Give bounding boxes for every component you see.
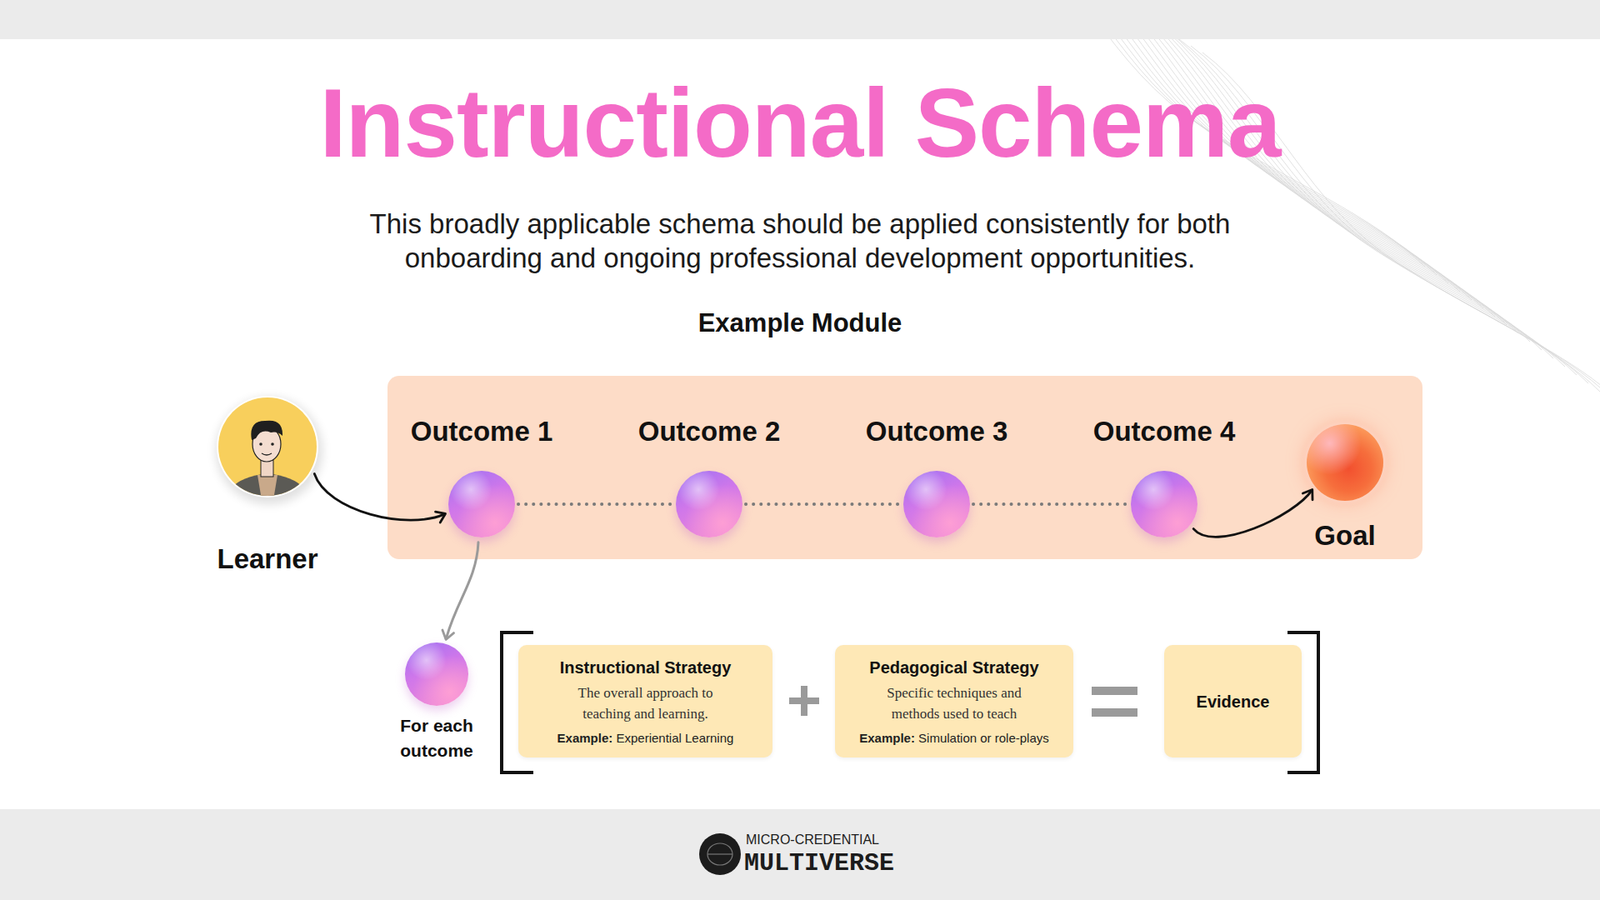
page-title: Instructional Schema [0,75,1600,172]
node-label: Learner [134,542,401,576]
detail-arrow [445,542,479,640]
box-heading: Instructional Strategy [560,657,732,678]
node-label: Outcome 4 [1055,415,1273,449]
goal-sphere: Goal [1306,424,1384,501]
outcome-sphere: Outcome 1 [448,470,515,538]
example-key: Example: [557,730,614,745]
plus-sign [789,685,820,716]
node-label: Outcome 3 [828,415,1045,449]
logo-icon [699,833,741,875]
flow-arrow [314,474,445,521]
box-heading: Pedagogical Strategy [869,657,1039,678]
outcome-sphere: For each outcome [405,642,469,706]
node-label: Outcome 1 [373,415,590,449]
logo-wordmark: MULTIVERSE [744,849,961,878]
box-body: The overall approach to teaching and lea… [555,682,735,725]
outcome-sphere: Outcome 3 [903,470,970,538]
box-example: Example: Experiential Learning [557,730,735,746]
module-band [387,375,1423,560]
wave-lines [1004,0,1600,405]
outcome-sphere: Outcome 2 [675,470,743,538]
section-heading: Example Module [466,307,1134,340]
dotted-connector [745,502,900,506]
strategy-box: Instructional StrategyThe overall approa… [518,645,773,758]
top-band [0,0,1600,40]
strategy-box: Pedagogical StrategySpecific techniques … [835,645,1074,758]
dotted-connector [973,502,1128,506]
flow-arrow [1193,490,1312,537]
learner-avatar [215,395,323,509]
subtitle: This broadly applicable schema should be… [333,206,1267,275]
dotted-connector [518,502,673,506]
box-text: Evidence [1196,691,1270,712]
evidence-box: Evidence [1164,645,1302,758]
example-key: Example: [859,730,915,745]
footer-band [0,809,1600,900]
box-body: Specific techniques and methods used to … [865,682,1045,725]
node-label: Goal [1261,519,1429,553]
learner-node: Learner [218,397,317,496]
logo-text: MICRO-CREDENTIAL [745,831,963,849]
outcome-sphere: Outcome 4 [1130,470,1198,538]
node-label: Outcome 2 [600,415,818,449]
equals-sign [1091,686,1138,717]
box-example: Example: Simulation or role-plays [859,730,1050,746]
node-label: For each outcome [378,713,495,764]
